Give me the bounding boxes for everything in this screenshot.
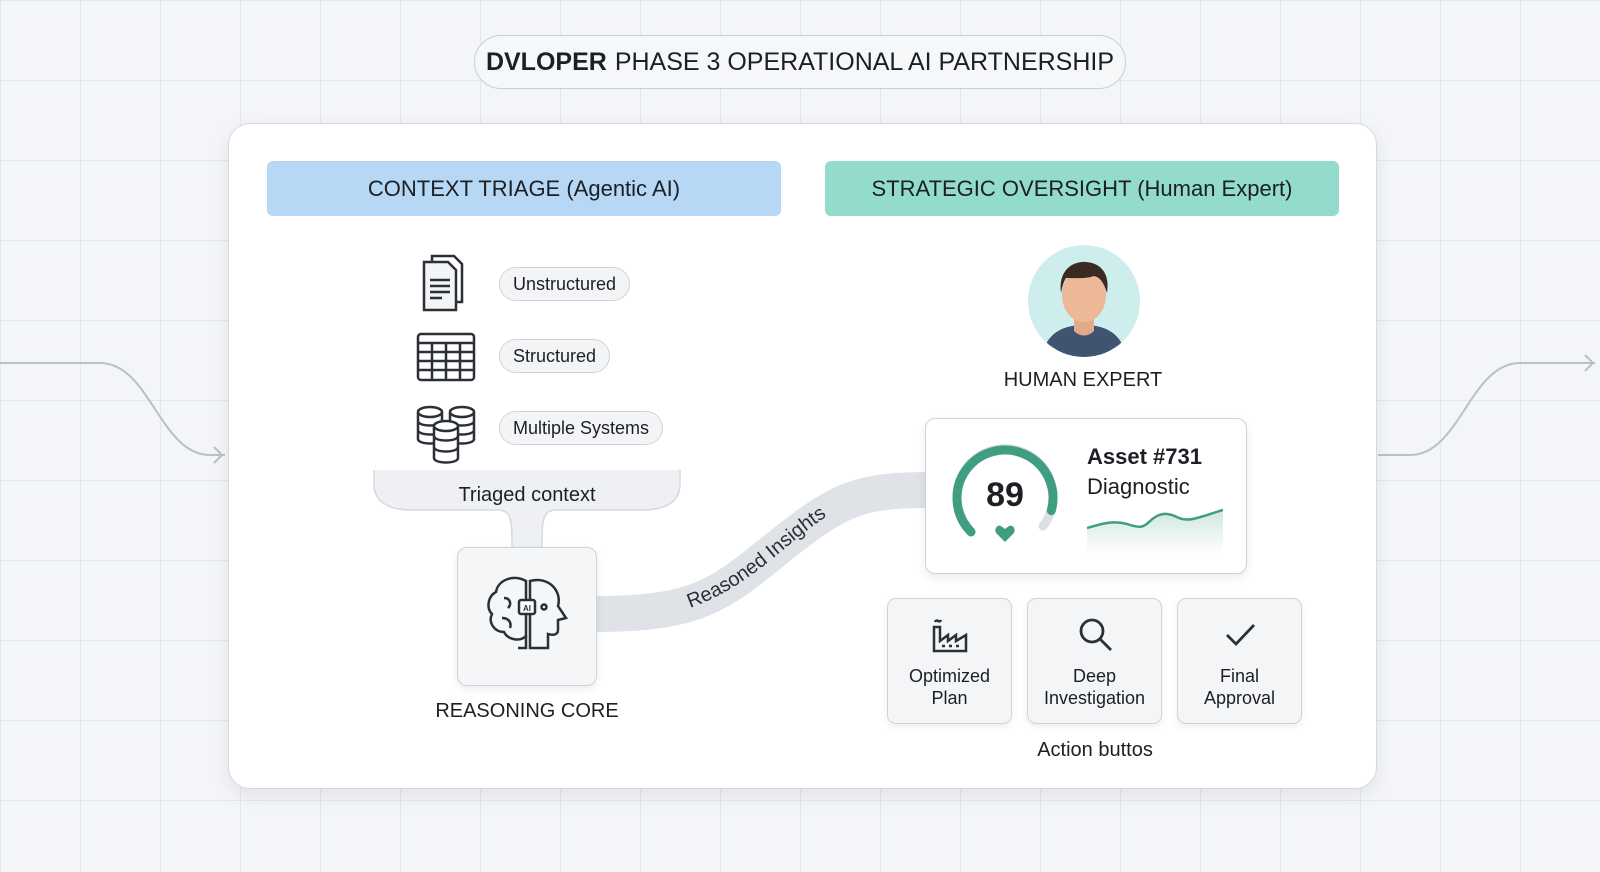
button-label-line2: Investigation — [1043, 688, 1146, 708]
search-icon — [1079, 618, 1112, 651]
optimized-plan-button[interactable]: Optimized Plan — [887, 598, 1012, 724]
reasoning-core-box: AI — [457, 547, 597, 686]
action-buttons-label: Action buttos — [1037, 739, 1153, 761]
triage-bracket — [373, 470, 681, 550]
asset-id: Asset #731 — [1087, 444, 1202, 469]
reasoning-core-label: REASONING CORE — [435, 700, 619, 722]
button-label-line1: Optimized — [908, 666, 991, 686]
database-icon — [416, 405, 476, 464]
button-label-line2: Approval — [1203, 688, 1276, 708]
health-score: 89 — [986, 476, 1024, 514]
source-multiple-systems: Multiple Systems — [499, 411, 664, 445]
diagnostic-label: Diagnostic — [1087, 474, 1190, 499]
button-label-line1: Final — [1219, 666, 1259, 686]
heart-icon — [995, 525, 1015, 542]
factory-icon — [932, 619, 967, 653]
human-expert-avatar — [1028, 245, 1140, 357]
source-structured: Structured — [499, 339, 611, 373]
context-triage-header: CONTEXT TRIAGE (Agentic AI) — [267, 161, 781, 216]
trend-sparkline — [1087, 508, 1223, 554]
health-score-gauge — [952, 444, 1058, 542]
strategic-oversight-header: STRATEGIC OVERSIGHT (Human Expert) — [825, 161, 1339, 216]
triaged-context-label: Triaged context — [458, 484, 596, 506]
check-icon — [1225, 624, 1255, 647]
page-title: DVLOPER PHASE 3 OPERATIONAL AI PARTNERSH… — [474, 35, 1126, 89]
svg-text:AI: AI — [523, 604, 531, 613]
title-text: PHASE 3 OPERATIONAL AI PARTNERSHIP — [614, 47, 1115, 76]
ai-brain-icon: AI — [487, 576, 569, 650]
document-icon — [422, 254, 464, 312]
deep-investigation-button[interactable]: Deep Investigation — [1027, 598, 1162, 724]
flow-label: Reasoned Insights — [684, 502, 830, 613]
table-icon — [416, 332, 476, 382]
brand-name: DVLOPER — [485, 47, 607, 76]
final-approval-button[interactable]: Final Approval — [1177, 598, 1302, 724]
button-label-line1: Deep — [1072, 666, 1117, 686]
human-expert-label: HUMAN EXPERT — [1003, 369, 1163, 391]
source-unstructured: Unstructured — [499, 267, 631, 301]
button-label-line2: Plan — [931, 688, 968, 708]
